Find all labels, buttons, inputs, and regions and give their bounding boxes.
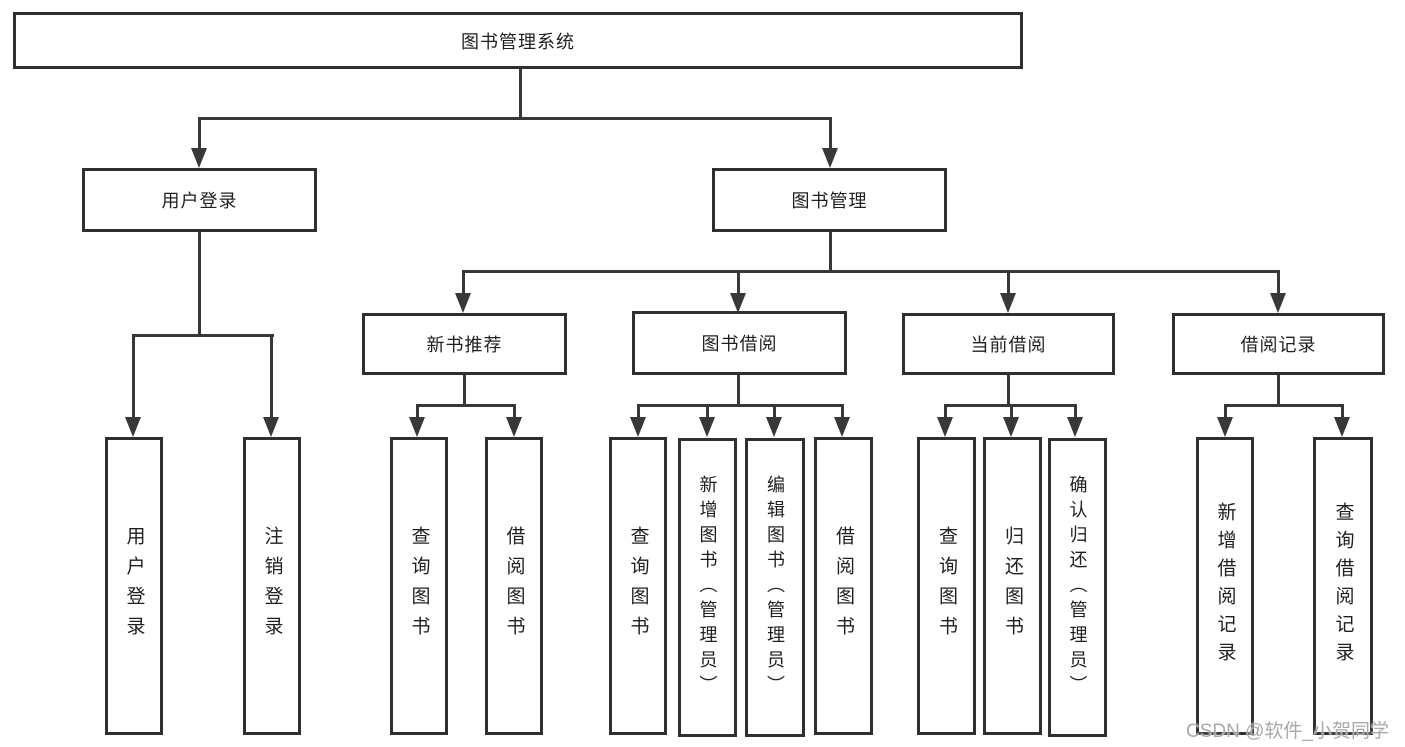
connector-line [1341,404,1344,421]
connector-line [462,270,465,297]
connector-line [1007,270,1010,297]
connector-line [1224,404,1227,421]
leaf-confirm-return-admin: 确认归还（管理员） [1048,438,1107,737]
arrow-down-icon [1067,417,1083,437]
node-label: 图书借阅 [701,334,778,354]
connector-line [132,334,274,337]
leaf-logout: 注销登录 [243,437,301,735]
arrow-down-icon [937,417,953,437]
leaf-user-login: 用户登录 [105,437,163,735]
connector-line [637,404,640,421]
connector-line [463,375,466,406]
leaf-add-borrow-record: 新增借阅记录 [1196,437,1254,735]
connector-line [737,270,740,297]
leaf-label: 新增借阅记录 [1214,502,1236,670]
arrow-down-icon [1334,417,1350,437]
leaf-label: 新增图书（管理员） [697,475,718,700]
connector-line [198,117,832,120]
node-label: 当前借阅 [970,335,1047,355]
leaf-add-book-admin: 新增图书（管理员） [678,438,737,737]
arrow-down-icon [766,417,782,437]
arrow-down-icon [1270,293,1286,313]
arrow-down-icon [630,417,646,437]
arrow-down-icon [1000,293,1016,313]
leaf-label: 借阅图书 [833,526,854,646]
arrow-down-icon [822,148,838,168]
node-label: 新书推荐 [426,335,503,355]
node-borrow-records: 借阅记录 [1172,313,1385,375]
connector-line [513,404,516,421]
leaf-query-books-borrow: 查询图书 [609,437,667,735]
connector-line [737,375,740,406]
leaf-borrow-books-recommend: 借阅图书 [485,437,543,735]
node-label: 图书管理 [791,191,868,211]
leaf-label: 查询借阅记录 [1332,502,1354,670]
connector-line [519,69,522,119]
node-label: 图书管理系统 [461,31,575,52]
connector-line [841,404,844,421]
connector-line [1277,270,1280,297]
connector-line [773,404,776,421]
csdn-watermark: CSDN @软件_小贺同学 [1186,721,1389,742]
connector-line [1007,375,1010,406]
leaf-label: 借阅图书 [503,526,525,646]
arrow-down-icon [699,417,715,437]
arrow-down-icon [730,293,746,313]
node-label: 借阅记录 [1240,335,1317,355]
connector-line [829,232,832,272]
connector-line [270,334,273,421]
leaf-query-books-current: 查询图书 [917,437,976,735]
connector-line [1277,375,1280,406]
leaf-return-book: 归还图书 [983,437,1042,735]
leaf-label: 归还图书 [1002,526,1023,646]
connector-line [132,334,135,421]
connector-line [462,270,1280,273]
arrow-down-icon [834,417,850,437]
leaf-label: 用户登录 [123,526,145,646]
connector-line [944,404,947,421]
connector-line [637,404,844,407]
connector-line [706,404,709,421]
connector-line [416,404,516,407]
connector-line [1010,404,1013,421]
leaf-label: 注销登录 [261,526,283,646]
node-label: 用户登录 [161,191,238,211]
node-book-management: 图书管理 [712,168,947,232]
node-book-borrow: 图书借阅 [632,311,847,375]
connector-line [1224,404,1344,407]
leaf-label: 查询图书 [936,526,957,646]
arrow-down-icon [455,293,471,313]
arrow-down-icon [263,417,279,437]
connector-line [829,117,832,152]
connector-line [1074,404,1077,421]
arrow-down-icon [125,417,141,437]
leaf-label: 查询图书 [408,526,430,646]
node-user-login: 用户登录 [82,168,317,232]
arrow-down-icon [1217,417,1233,437]
connector-line [198,117,201,152]
arrow-down-icon [506,417,522,437]
arrow-down-icon [409,417,425,437]
leaf-edit-book-admin: 编辑图书（管理员） [745,438,805,737]
leaf-label: 查询图书 [627,526,649,646]
leaf-borrow-books-borrow: 借阅图书 [814,437,873,735]
connector-line [416,404,419,421]
leaf-label: 确认归还（管理员） [1067,475,1088,700]
node-current-borrow: 当前借阅 [902,313,1115,375]
node-new-book-recommend: 新书推荐 [362,313,567,375]
connector-line [198,232,201,337]
leaf-label: 编辑图书（管理员） [765,475,785,700]
arrow-down-icon [191,148,207,168]
leaf-query-borrow-record: 查询借阅记录 [1313,437,1373,735]
arrow-down-icon [1003,417,1019,437]
leaf-query-books-recommend: 查询图书 [390,437,448,735]
node-library-system: 图书管理系统 [13,12,1023,69]
